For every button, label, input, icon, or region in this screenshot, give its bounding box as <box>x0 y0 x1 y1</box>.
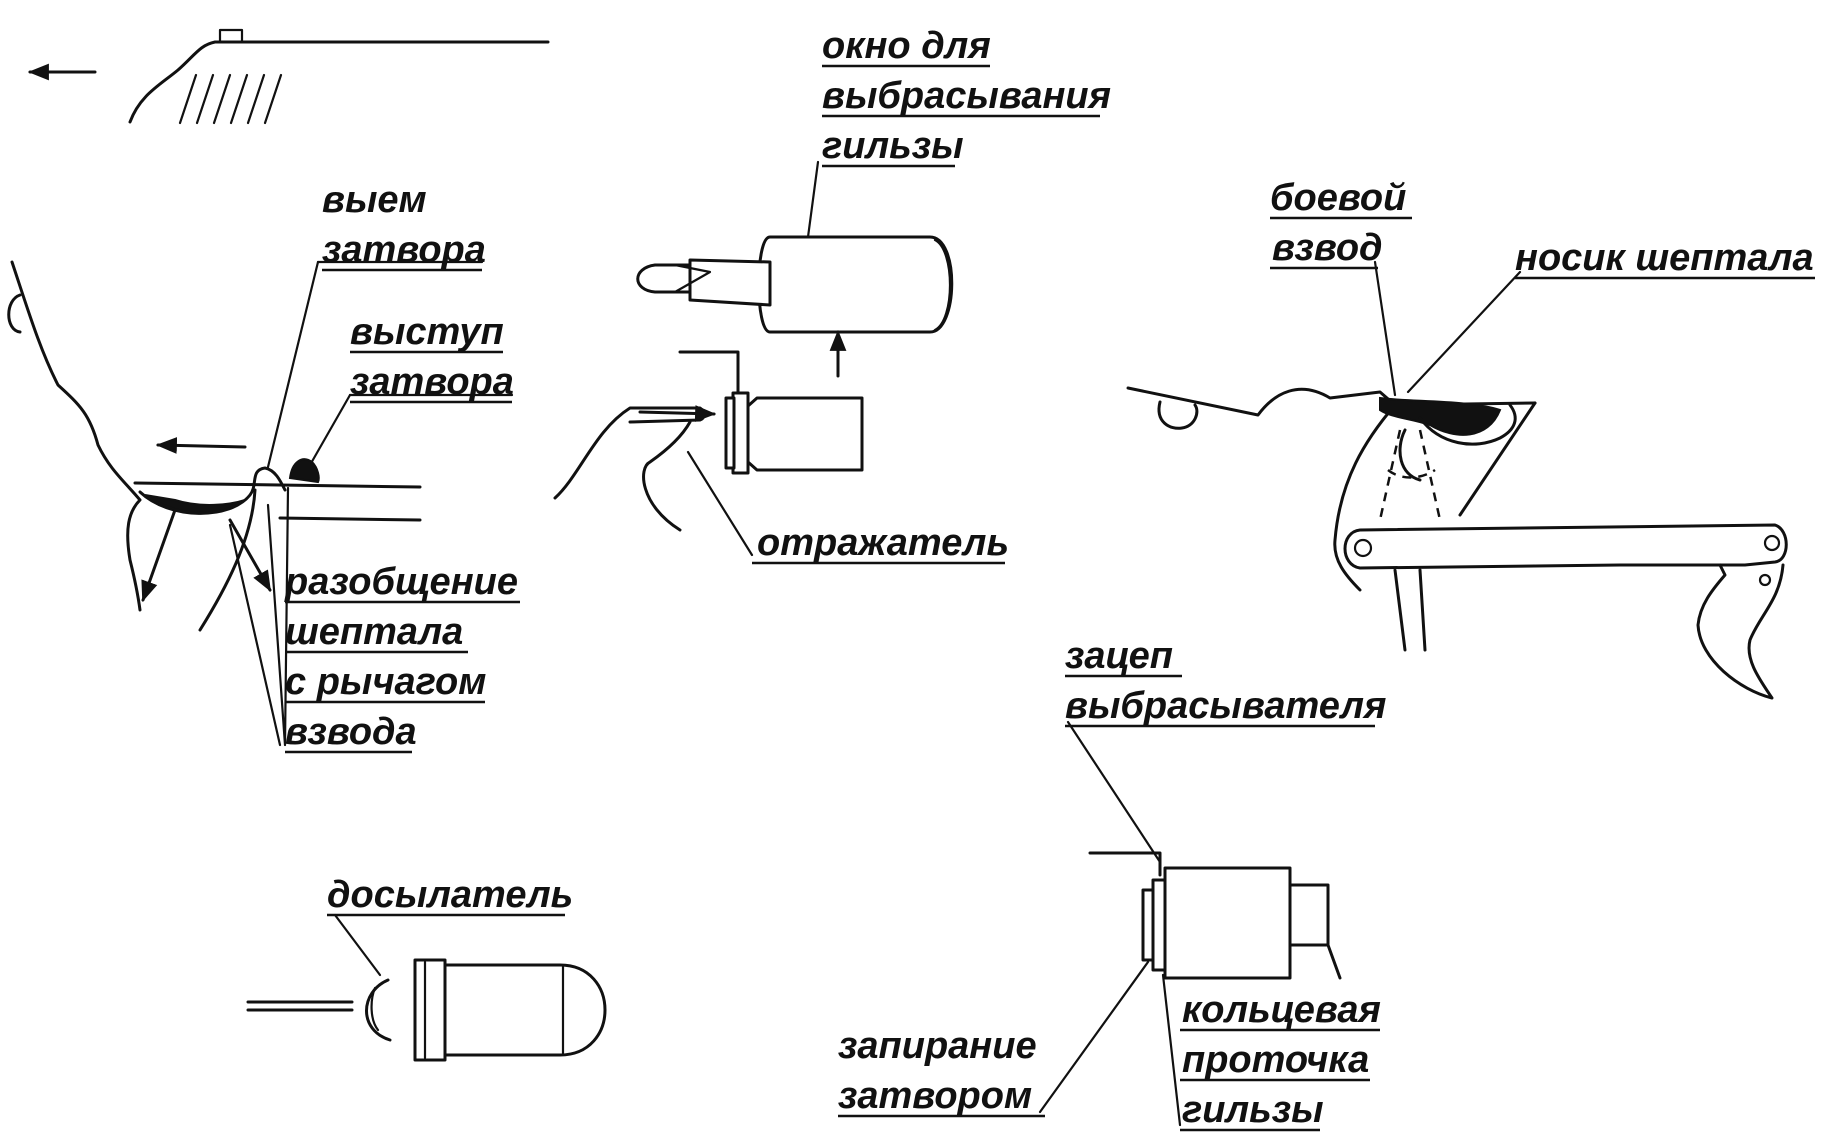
ejector-arm <box>642 420 692 532</box>
cartridge-tip <box>636 263 692 294</box>
label-dosylatel: досылатель <box>327 874 573 916</box>
label-vystup-2: затвора <box>350 361 514 403</box>
label-razobshchenie-3: с рычагом <box>285 661 486 703</box>
leader-nosik <box>1406 270 1522 394</box>
trigger-blade <box>1696 563 1785 700</box>
full-cock-drawing <box>1126 260 1788 700</box>
leader-zatsep <box>1066 720 1162 864</box>
rammer-cup <box>365 978 392 1042</box>
case-body-2 <box>1163 866 1292 980</box>
case-rim-2 <box>1151 878 1167 972</box>
slide-outline <box>128 40 550 124</box>
sear-disconnect-drawing <box>7 260 514 747</box>
slide-direction-arrow <box>155 437 247 454</box>
cartridge-base <box>413 958 447 1062</box>
label-koltsevaya-1: кольцевая <box>1182 989 1381 1031</box>
leader-dosylatel <box>333 913 382 977</box>
slide-serrations <box>178 73 283 125</box>
ejector-body <box>553 406 706 500</box>
extractor-hook <box>1088 851 1162 877</box>
label-razobshchenie-4: взвода <box>285 711 417 753</box>
sear-nose-shaded <box>1379 396 1502 436</box>
barrel-edge <box>1288 883 1342 980</box>
label-koltsevaya-2: проточка <box>1182 1039 1369 1081</box>
label-razobshchenie-1: разобщение <box>284 561 518 603</box>
leader-koltsevaya <box>1161 973 1182 1127</box>
cartridge-neck <box>688 258 772 307</box>
ejection-drawing <box>553 160 954 557</box>
label-boevoy-2: взвод <box>1272 227 1383 269</box>
label-otrazhatel: отражатель <box>757 522 1009 564</box>
leader-zapiranie <box>1038 960 1150 1114</box>
hammer-strut <box>1393 568 1427 652</box>
label-boevoy-1: боевой <box>1270 177 1406 219</box>
label-razobshchenie-2: шептала <box>285 611 463 653</box>
leader-otrazhatel <box>686 450 754 557</box>
leader-vystup <box>308 393 352 467</box>
ejected-case <box>757 235 954 334</box>
case-in-chamber <box>746 396 864 472</box>
top-left-slide-sketch <box>27 28 550 125</box>
extractor-claw <box>678 350 740 394</box>
frame-notch <box>1157 400 1199 430</box>
disconnector <box>198 488 257 632</box>
label-okno-1: окно для <box>822 25 991 67</box>
label-vyem-2: затвора <box>322 229 486 271</box>
label-vyem-1: выем <box>322 179 427 221</box>
sear-shaded <box>144 494 246 514</box>
label-koltsevaya-3: гильзы <box>1182 1089 1324 1131</box>
hammer-outline <box>1333 403 1397 592</box>
frame-outline <box>10 260 142 612</box>
label-vystup-1: выступ <box>350 311 504 353</box>
rammer-rod <box>246 1000 354 1012</box>
leader-okno <box>806 160 820 239</box>
label-zapiranie-2: затвором <box>838 1075 1032 1117</box>
hidden-lines <box>1378 429 1442 521</box>
label-zapiranie-1: запирание <box>838 1025 1037 1067</box>
rammer-drawing <box>246 913 607 1062</box>
slide-lug <box>288 458 320 484</box>
trigger-bar <box>1343 523 1788 570</box>
locking-drawing <box>1038 720 1342 1127</box>
leader-boevoy <box>1373 260 1397 397</box>
label-zatsep-2: выбрасывателя <box>1065 685 1386 727</box>
label-zatsep-1: зацеп <box>1065 635 1173 677</box>
label-okno-3: гильзы <box>822 125 964 167</box>
slide-sight <box>218 28 244 44</box>
hammer-frame-outline <box>1126 386 1537 417</box>
leaders-razobshchenie <box>228 486 290 747</box>
leader-vyem <box>266 260 320 469</box>
label-okno-2: выбрасывания <box>822 75 1111 117</box>
cartridge-body <box>443 963 607 1057</box>
label-nosik: носик шептала <box>1515 237 1814 279</box>
frame-bump <box>7 293 22 334</box>
